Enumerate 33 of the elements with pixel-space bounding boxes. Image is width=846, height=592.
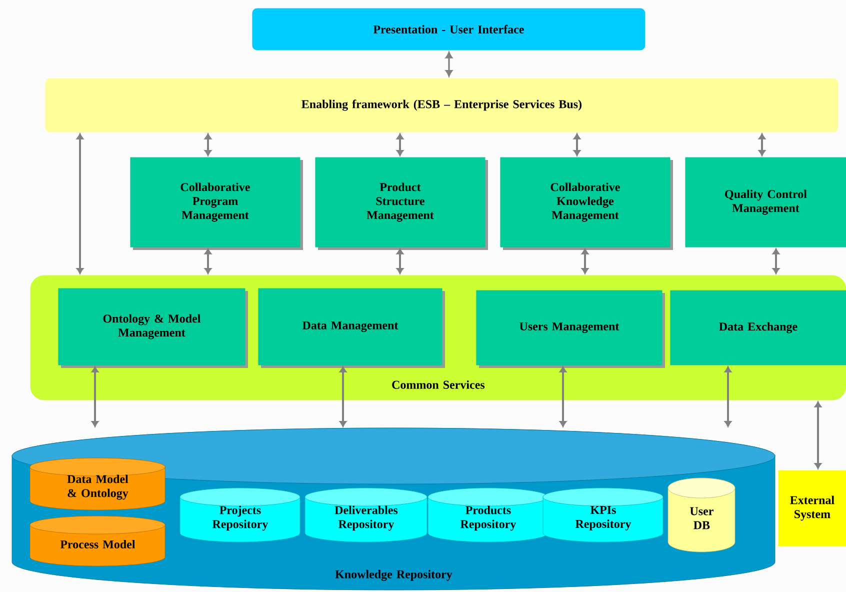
arrow <box>396 133 404 156</box>
framework-band: Enabling framework (ESB – Enterprise Services Bus) <box>45 78 838 132</box>
database-cylinder: User DB <box>668 478 736 552</box>
arrow <box>724 366 732 427</box>
database-cylinder: Projects Repository <box>180 488 300 542</box>
arrow <box>204 248 212 274</box>
arrow <box>758 133 766 156</box>
database-cylinder: Data Model & Ontology <box>30 458 166 510</box>
arrow <box>445 52 453 77</box>
service-box: Data Management <box>258 288 445 368</box>
module-box: Collaborative Knowledge Management <box>500 157 673 250</box>
module-box: Quality Control Management <box>685 157 846 248</box>
service-box: Users Management <box>476 290 665 368</box>
arrow <box>396 248 404 274</box>
arrow <box>772 248 780 274</box>
header-box: Presentation - User Interface <box>252 8 646 50</box>
arrow <box>204 133 212 156</box>
database-cylinder: Process Model <box>30 516 166 566</box>
arrow <box>92 366 98 427</box>
module-box: Product Structure Management <box>315 157 488 250</box>
database-cylinder: Products Repository <box>428 488 548 542</box>
database-cylinder: KPIs Repository <box>542 488 664 542</box>
database-cylinder: Deliverables Repository <box>304 488 428 542</box>
arrow <box>76 133 84 274</box>
system-box: External System <box>778 470 846 546</box>
arrow <box>560 366 567 427</box>
arrow <box>814 401 822 469</box>
service-box: Data Exchange <box>670 290 846 366</box>
arrow <box>574 133 581 156</box>
arrow <box>582 248 589 274</box>
service-box: Ontology & Model Management <box>58 288 248 368</box>
arrow <box>340 366 347 427</box>
module-box: Collaborative Program Management <box>130 157 303 250</box>
